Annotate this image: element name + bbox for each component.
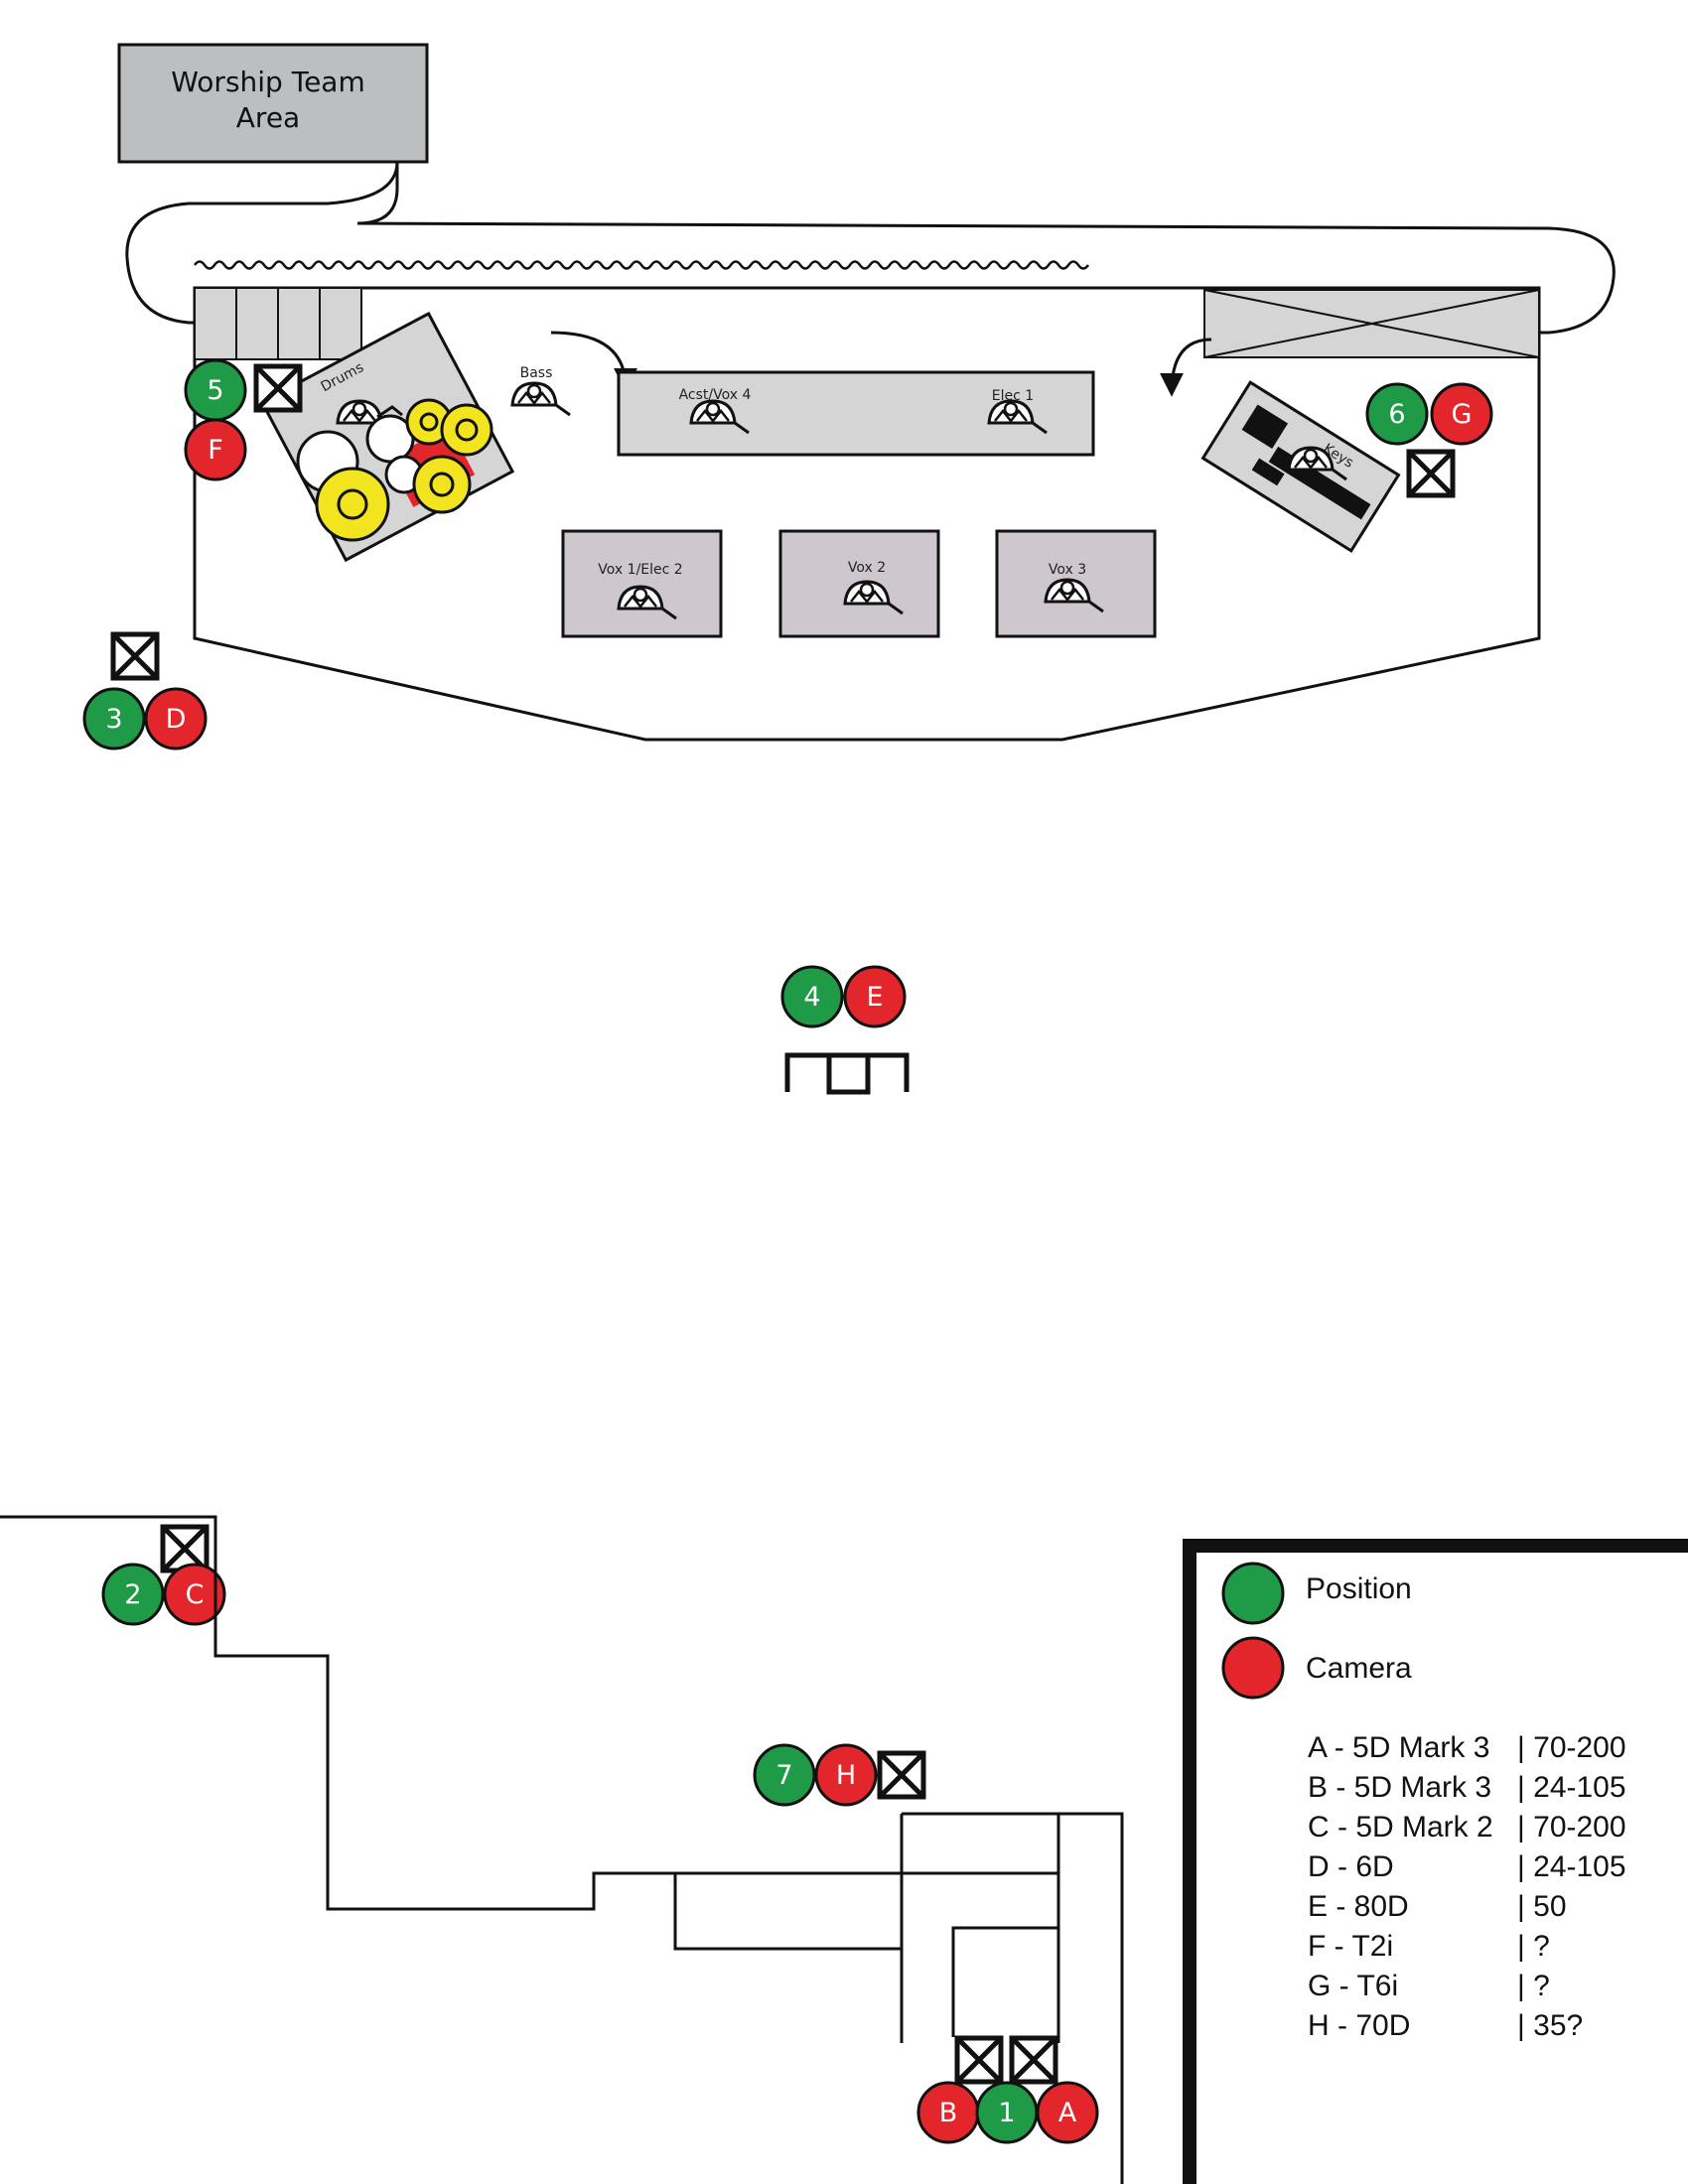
marker-cam-d-label: D: [166, 704, 187, 735]
legend-camera-name: F - T2i: [1308, 1930, 1393, 1963]
vox3-riser: Vox 3: [995, 529, 1157, 638]
marker-pos-5-label: 5: [207, 375, 223, 406]
legend-camera-lens: | 35?: [1517, 2009, 1583, 2042]
tripod-icon-1b: [957, 2038, 1001, 2082]
legend-camera-lens: | 70-200: [1517, 1811, 1626, 1843]
vox2-riser: Vox 2: [778, 529, 940, 638]
legend-camera-name: E - 80D: [1308, 1890, 1409, 1923]
stage-curtain: [193, 260, 1090, 270]
tripod-icon-7: [880, 1753, 923, 1797]
marker-cam-d: D: [144, 687, 208, 751]
legend-camera-name: A - 5D Mark 3: [1308, 1731, 1489, 1764]
marker-pos-5: 5: [184, 358, 247, 422]
stage-right-crossed-platform: [1203, 289, 1540, 358]
marker-cam-c-label: C: [186, 1579, 205, 1610]
marker-pos-4: 4: [780, 965, 844, 1028]
legend-camera-name: C - 5D Mark 2: [1308, 1811, 1493, 1843]
walkway-path: [356, 162, 1616, 335]
worship-team-area: Worship Team Area: [117, 43, 429, 164]
legend-camera-name: G - T6i: [1308, 1970, 1398, 2002]
marker-cam-f-label: F: [208, 435, 223, 466]
marker-pos-3-label: 3: [105, 704, 122, 735]
tripod-icon-5: [256, 366, 300, 410]
legend-camera-name: H - 70D: [1308, 2009, 1410, 2042]
marker-cam-b-label: B: [939, 2098, 958, 2128]
bass-mic-station: Bass: [510, 365, 572, 417]
marker-cam-g-label: G: [1452, 399, 1473, 430]
legend: Position Camera A - 5D Mark 3 | 70-200 B -…: [1183, 1539, 1688, 2184]
stage-left-stairs: [194, 287, 362, 360]
marker-cam-c: C: [163, 1563, 226, 1626]
legend-camera-label: Camera: [1306, 1652, 1412, 1685]
marker-pos-6-label: 6: [1388, 399, 1405, 430]
vox1-riser: Vox 1/Elec 2: [561, 529, 723, 638]
marker-cam-e: E: [843, 965, 907, 1028]
marker-cam-b: B: [916, 2081, 980, 2144]
marker-pos-1: 1: [975, 2081, 1039, 2144]
marker-pos-7-label: 7: [775, 1760, 792, 1791]
marker-cam-a: A: [1036, 2081, 1099, 2144]
marker-cam-h-label: H: [836, 1760, 856, 1791]
elec1-label: Elec 1: [992, 388, 1034, 404]
legend-camera-lens: | 24-105: [1517, 1771, 1626, 1804]
acoustic-vox4-mic-station: Acst/Vox 4: [679, 387, 752, 435]
marker-pos-6: 6: [1365, 382, 1429, 446]
marker-cam-h: H: [814, 1743, 878, 1807]
drum-kit: [296, 398, 493, 542]
marker-cam-g: G: [1430, 382, 1493, 446]
marker-cam-e-label: E: [866, 982, 883, 1013]
vox2-label: Vox 2: [848, 560, 886, 576]
marker-pos-4-label: 4: [803, 982, 820, 1013]
balcony-outline: [0, 1515, 1058, 1911]
legend-camera-lens: | 70-200: [1517, 1731, 1626, 1764]
legend-camera-lens: | ?: [1517, 1970, 1550, 2002]
marker-pos-3: 3: [82, 687, 146, 751]
legend-camera-lens: | 24-105: [1517, 1850, 1626, 1883]
legend-camera-lens: | 50: [1517, 1890, 1567, 1923]
bass-label: Bass: [520, 365, 553, 381]
worship-team-area-label-line1: Worship Team: [171, 66, 364, 98]
tripod-icon-3: [113, 634, 157, 678]
elec1-mic-station: Elec 1: [987, 388, 1049, 435]
vox3-label: Vox 3: [1049, 562, 1086, 578]
walkway-path-left: [125, 161, 399, 325]
walkway-arrow-right: [1160, 338, 1212, 397]
marker-cam-f: F: [184, 418, 247, 481]
marker-pos-7: 7: [753, 1743, 816, 1807]
legend-camera-list: A - 5D Mark 3 | 70-200 B - 5D Mark 3 | 24-1…: [1308, 1731, 1626, 2042]
camera-platform-4: [784, 1052, 910, 1095]
legend-camera-name: B - 5D Mark 3: [1308, 1771, 1491, 1804]
acoustic-label: Acst/Vox 4: [679, 387, 752, 403]
vox1-label: Vox 1/Elec 2: [598, 562, 682, 578]
booth-outline: [673, 1812, 1124, 2184]
legend-camera-swatch: [1221, 1636, 1285, 1700]
legend-position-label: Position: [1306, 1572, 1412, 1605]
marker-pos-2: 2: [101, 1563, 165, 1626]
tripod-icon-1a: [1012, 2038, 1055, 2082]
legend-camera-lens: | ?: [1517, 1930, 1550, 1963]
legend-position-swatch: [1221, 1562, 1285, 1625]
tripod-icon-6: [1409, 452, 1453, 495]
legend-camera-name: D - 6D: [1308, 1850, 1394, 1883]
worship-team-area-label-line2: Area: [236, 101, 300, 134]
marker-pos-2-label: 2: [124, 1579, 141, 1610]
marker-pos-1-label: 1: [998, 2098, 1015, 2128]
marker-cam-a-label: A: [1058, 2098, 1077, 2128]
